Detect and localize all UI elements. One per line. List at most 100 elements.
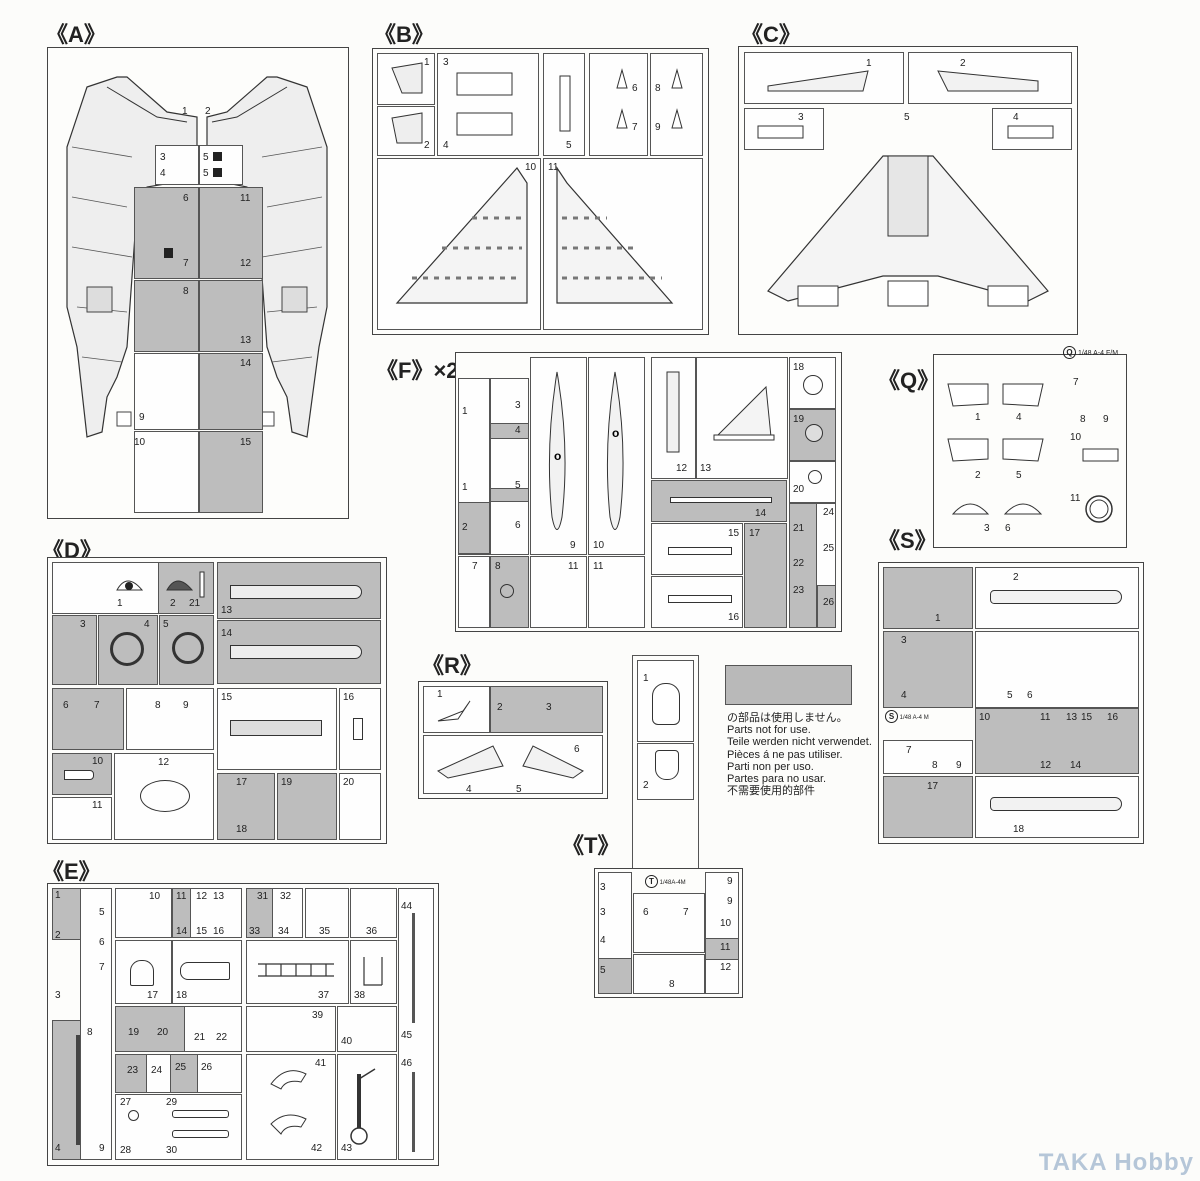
part-f-15-rail — [668, 547, 732, 555]
part-f-7: 7 — [472, 561, 478, 572]
part-t-8: 8 — [669, 979, 675, 990]
part-q-10: 10 — [1070, 432, 1082, 443]
part-s-18: 18 — [1013, 824, 1025, 835]
part-s-9: 9 — [956, 760, 962, 771]
part-r-2: 2 — [497, 702, 503, 713]
part-q-5: 5 — [1016, 470, 1022, 481]
notice-line-de: Teile werden nicht verwendet. — [727, 736, 872, 749]
part-e-37-ladder — [258, 963, 334, 977]
part-f-19: 19 — [793, 414, 805, 425]
notice-line-it: Parti non per uso. — [727, 760, 814, 773]
part-a-7-marker — [164, 248, 173, 258]
part-f-14: 14 — [755, 508, 767, 519]
part-f-4: 4 — [515, 425, 521, 436]
cell-e-left — [80, 888, 112, 1160]
part-b-11: 11 — [548, 162, 559, 173]
part-f-17: 17 — [749, 528, 761, 539]
cell-e-39 — [246, 1006, 336, 1052]
cell-a-10 — [134, 431, 199, 513]
part-f-1a: 1 — [462, 406, 468, 417]
part-q-11: 11 — [1070, 493, 1081, 504]
part-f-6: 6 — [515, 520, 521, 531]
cell-t-8 — [633, 954, 705, 994]
part-e-46: 46 — [401, 1058, 413, 1069]
part-t-2: 2 — [643, 780, 649, 791]
part-s-10: 10 — [979, 712, 991, 723]
part-r-3: 3 — [546, 702, 552, 713]
part-f-1b: 1 — [462, 482, 468, 493]
cell-a-5 — [199, 145, 243, 185]
sprue-label-c: 《C》 — [741, 22, 801, 47]
part-e-17: 17 — [147, 990, 159, 1001]
cell-f-2-grey — [458, 502, 490, 554]
part-e-42: 42 — [311, 1143, 323, 1154]
part-e-45: 45 — [401, 1030, 413, 1041]
part-d-14: 14 — [221, 628, 233, 639]
part-f-9: 9 — [570, 540, 576, 551]
part-q-7: 7 — [1073, 377, 1079, 388]
part-e-22: 22 — [216, 1032, 228, 1043]
cell-a-13 — [199, 280, 263, 352]
cell-a-9 — [134, 353, 199, 430]
part-s-16: 16 — [1107, 712, 1119, 723]
part-a-4: 4 — [160, 168, 166, 179]
cell-d-8-9 — [126, 688, 214, 750]
part-t-1: 1 — [643, 673, 649, 684]
notice-line-es: Partes para no usar. — [727, 773, 827, 786]
cell-e-17 — [115, 940, 172, 1004]
part-e-30-bomb — [172, 1130, 229, 1138]
cell-b-3-4 — [437, 53, 539, 156]
sprue-q-stub — [1090, 346, 1125, 356]
cell-t-6-7 — [633, 893, 705, 953]
part-s-3: 3 — [901, 635, 907, 646]
part-a-1: 1 — [182, 106, 188, 117]
part-s-2-shape — [990, 590, 1122, 604]
part-f-16-rail — [668, 595, 732, 603]
part-f-15: 15 — [728, 528, 740, 539]
part-s-15: 15 — [1081, 712, 1093, 723]
part-d-14-shape — [230, 645, 362, 659]
part-a-5-marker-b — [213, 168, 222, 177]
part-a-2: 2 — [205, 106, 211, 117]
sprue-d-1-2-parts — [116, 571, 205, 598]
cell-e-23-grey — [115, 1054, 147, 1093]
part-f-18: 18 — [793, 362, 805, 373]
part-d-3: 3 — [80, 619, 86, 630]
part-t-5: 5 — [600, 965, 606, 976]
part-q-1: 1 — [975, 412, 981, 423]
part-e-29-bomb — [172, 1110, 229, 1118]
cell-e-10 — [115, 888, 172, 938]
part-f-11b: 11 — [593, 561, 604, 572]
part-f-11a: 11 — [568, 561, 579, 572]
part-f-22: 22 — [793, 558, 805, 569]
part-e-40: 40 — [341, 1036, 353, 1047]
part-d-4-ring — [110, 632, 144, 666]
part-r-5: 5 — [516, 784, 522, 795]
part-e-27: 27 — [120, 1097, 132, 1108]
part-d-18: 18 — [236, 824, 248, 835]
cell-s-1 — [883, 567, 973, 629]
part-t-3a: 3 — [600, 882, 606, 893]
part-e-41-42-arms — [270, 1070, 307, 1135]
part-d-16: 16 — [343, 692, 355, 703]
cell-f-7 — [458, 556, 490, 628]
part-e-32: 32 — [280, 891, 292, 902]
part-f-2: 2 — [462, 522, 468, 533]
cell-e-25-grey — [170, 1054, 198, 1093]
cell-t-5-grey — [598, 958, 632, 994]
part-e-17-shape — [130, 960, 154, 986]
part-s-1: 1 — [935, 613, 941, 624]
cell-f-11b — [588, 556, 645, 628]
cell-d-6-7 — [52, 688, 124, 750]
part-e-8: 8 — [87, 1027, 93, 1038]
part-f-18-wheel — [803, 375, 823, 395]
part-d-20: 20 — [343, 777, 355, 788]
sprue-f-12-part — [666, 371, 680, 453]
part-e-35: 35 — [319, 926, 331, 937]
part-d-4: 4 — [144, 619, 150, 630]
part-a-5a: 5 — [203, 152, 209, 163]
part-f-12: 12 — [676, 463, 688, 474]
cell-f-4-grey — [490, 423, 529, 439]
cell-s-10-16 — [975, 708, 1139, 774]
